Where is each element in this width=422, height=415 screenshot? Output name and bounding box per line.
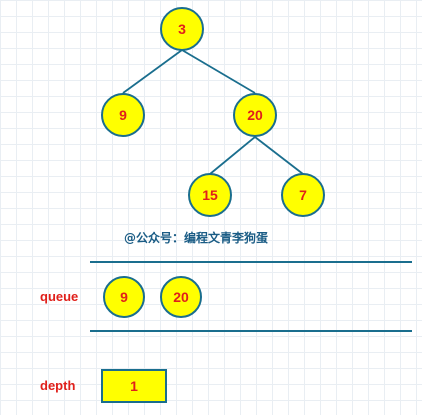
queue-item: 20 bbox=[160, 276, 202, 318]
tree-node-root: 3 bbox=[160, 7, 204, 51]
tree-node-right: 20 bbox=[233, 93, 277, 137]
queue-item: 9 bbox=[103, 276, 145, 318]
watermark-text: @公众号：编程文青李狗蛋 bbox=[124, 231, 269, 245]
edge-20-15 bbox=[209, 136, 256, 175]
queue-bottom-border bbox=[90, 330, 412, 332]
edge-3-20 bbox=[181, 49, 256, 94]
depth-label: depth bbox=[40, 378, 76, 393]
tree-node-right-right-label: 7 bbox=[299, 187, 307, 203]
tree-node-right-label: 20 bbox=[247, 107, 263, 123]
depth-value-box: 1 bbox=[101, 369, 167, 403]
tree-node-left: 9 bbox=[101, 93, 145, 137]
queue-top-border bbox=[90, 261, 412, 263]
edge-20-7 bbox=[254, 136, 304, 175]
edge-3-9 bbox=[122, 49, 183, 94]
tree-node-right-left: 15 bbox=[188, 173, 232, 217]
tree-node-right-left-label: 15 bbox=[202, 187, 218, 203]
tree-node-left-label: 9 bbox=[119, 107, 127, 123]
queue-label: queue bbox=[40, 289, 79, 304]
tree-node-root-label: 3 bbox=[178, 21, 186, 37]
tree-node-right-right: 7 bbox=[281, 173, 325, 217]
